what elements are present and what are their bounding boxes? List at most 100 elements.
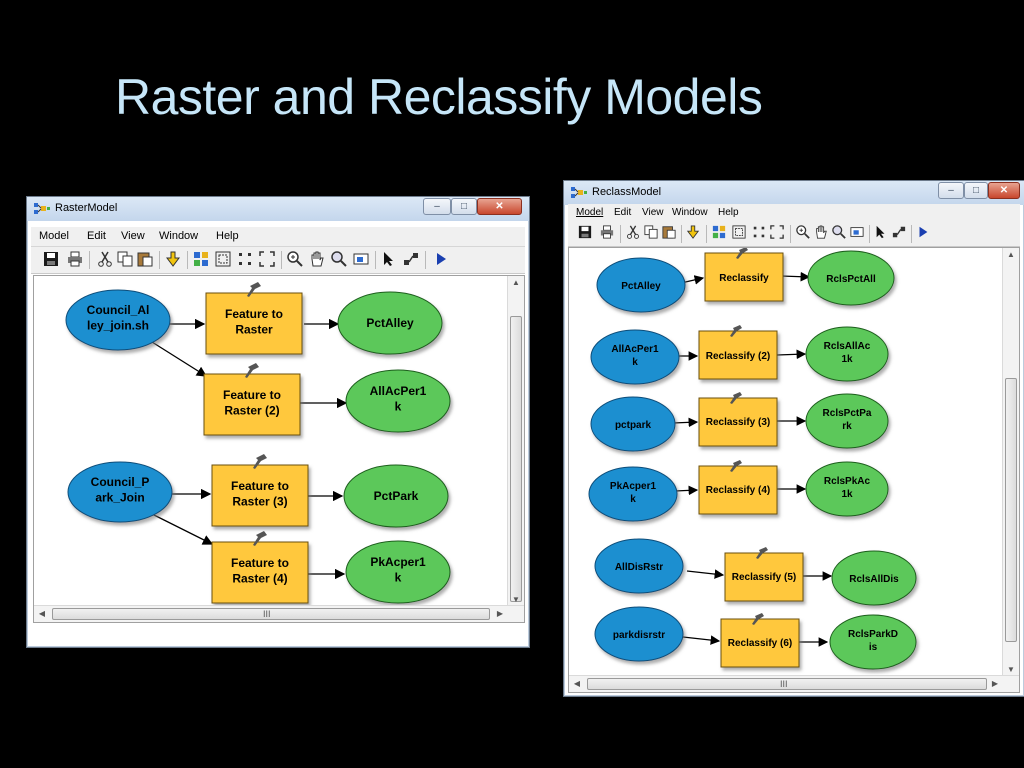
menu-help[interactable]: Help	[718, 207, 739, 218]
tool-node[interactable]: Reclassify (2)	[698, 325, 778, 380]
zoom-in-icon[interactable]	[796, 225, 810, 239]
zoom-fixed-icon[interactable]	[832, 225, 846, 239]
connect-icon[interactable]	[403, 251, 419, 267]
fit-icon[interactable]	[237, 251, 253, 267]
minimize-button[interactable]: –	[423, 198, 451, 215]
input-node[interactable]: pctpark	[590, 396, 676, 452]
input-node[interactable]: PctAlley	[596, 257, 686, 313]
tool-node[interactable]: Reclassify	[704, 248, 784, 302]
minimize-button[interactable]: –	[938, 182, 964, 199]
scroll-right-icon[interactable]: ▶	[496, 609, 504, 618]
hammer-icon	[247, 282, 261, 297]
add-data-icon[interactable]	[165, 251, 181, 267]
tool-node[interactable]: Reclassify (6)	[720, 613, 800, 668]
tool-node[interactable]: Reclassify (5)	[724, 547, 804, 602]
scroll-down-icon[interactable]: ▼	[512, 595, 520, 604]
layout-icon[interactable]	[193, 251, 209, 267]
run-icon[interactable]	[433, 251, 449, 267]
input-node[interactable]: AllDisRstr	[594, 538, 684, 594]
output-node[interactable]: RclsPctAll	[807, 250, 895, 306]
select-icon[interactable]	[874, 225, 888, 239]
menu-model[interactable]: Model	[39, 230, 69, 242]
pan-icon[interactable]	[309, 251, 325, 267]
input-node[interactable]: parkdisrstr	[594, 606, 684, 662]
menu-view[interactable]: View	[642, 207, 664, 218]
menu-help[interactable]: Help	[216, 230, 239, 242]
scroll-thumb[interactable]	[1005, 378, 1017, 642]
output-node[interactable]: RclsAllDis	[831, 550, 917, 606]
scroll-right-icon[interactable]: ▶	[991, 679, 999, 688]
paste-icon[interactable]	[137, 251, 153, 267]
close-button[interactable]: ✕	[477, 198, 522, 215]
select-icon[interactable]	[381, 251, 397, 267]
overview-icon[interactable]	[850, 225, 864, 239]
titlebar[interactable]: ReclassModel – □ ✕	[564, 181, 1024, 205]
horizontal-scrollbar[interactable]: ◀ III ▶	[569, 675, 1019, 692]
scroll-up-icon[interactable]: ▲	[512, 278, 520, 287]
cut-icon[interactable]	[97, 251, 113, 267]
print-icon[interactable]	[600, 225, 614, 239]
save-icon[interactable]	[578, 225, 592, 239]
vertical-scrollbar[interactable]: ▲ ▼	[507, 276, 524, 606]
run-icon[interactable]	[916, 225, 930, 239]
vertical-scrollbar[interactable]: ▲ ▼	[1002, 248, 1019, 676]
output-node[interactable]: PctPark	[343, 464, 449, 528]
maximize-button[interactable]: □	[964, 182, 988, 199]
fit-icon[interactable]	[752, 225, 766, 239]
tool-node[interactable]: Reclassify (3)	[698, 392, 778, 447]
menu-view[interactable]: View	[121, 230, 145, 242]
maximize-button[interactable]: □	[451, 198, 477, 215]
close-button[interactable]: ✕	[988, 182, 1020, 199]
menu-window[interactable]: Window	[672, 207, 708, 218]
scroll-thumb[interactable]: III	[587, 678, 987, 690]
full-extent-icon[interactable]	[215, 251, 231, 267]
full-extent-icon[interactable]	[732, 225, 746, 239]
menu-edit[interactable]: Edit	[614, 207, 632, 218]
add-data-icon[interactable]	[686, 225, 700, 239]
zoom-in-icon[interactable]	[287, 251, 303, 267]
menu-edit[interactable]: Edit	[87, 230, 106, 242]
print-icon[interactable]	[67, 251, 83, 267]
scroll-down-icon[interactable]: ▼	[1007, 665, 1015, 674]
zoom-extent-icon[interactable]	[770, 225, 784, 239]
paste-icon[interactable]	[662, 225, 676, 239]
scroll-left-icon[interactable]: ◀	[38, 609, 46, 618]
cut-icon[interactable]	[626, 225, 640, 239]
output-node[interactable]: PctAlley	[337, 291, 443, 355]
horizontal-scrollbar[interactable]: ◀ III ▶	[34, 605, 524, 622]
overview-icon[interactable]	[353, 251, 369, 267]
scroll-thumb[interactable]	[510, 316, 522, 602]
copy-icon[interactable]	[644, 225, 658, 239]
tool-node[interactable]: Reclassify (4)	[698, 460, 778, 515]
save-icon[interactable]	[43, 251, 59, 267]
menu-model[interactable]: Model	[576, 207, 604, 218]
connect-icon[interactable]	[892, 225, 906, 239]
scroll-thumb[interactable]: III	[52, 608, 490, 620]
menu-window[interactable]: Window	[159, 230, 199, 242]
titlebar[interactable]: RasterModel – □ ✕	[27, 197, 529, 221]
scroll-up-icon[interactable]: ▲	[1007, 250, 1015, 259]
zoom-fixed-icon[interactable]	[331, 251, 347, 267]
layout-icon[interactable]	[712, 225, 726, 239]
zoom-extent-icon[interactable]	[259, 251, 275, 267]
scroll-left-icon[interactable]: ◀	[573, 679, 581, 688]
copy-icon[interactable]	[117, 251, 133, 267]
pan-icon[interactable]	[814, 225, 828, 239]
